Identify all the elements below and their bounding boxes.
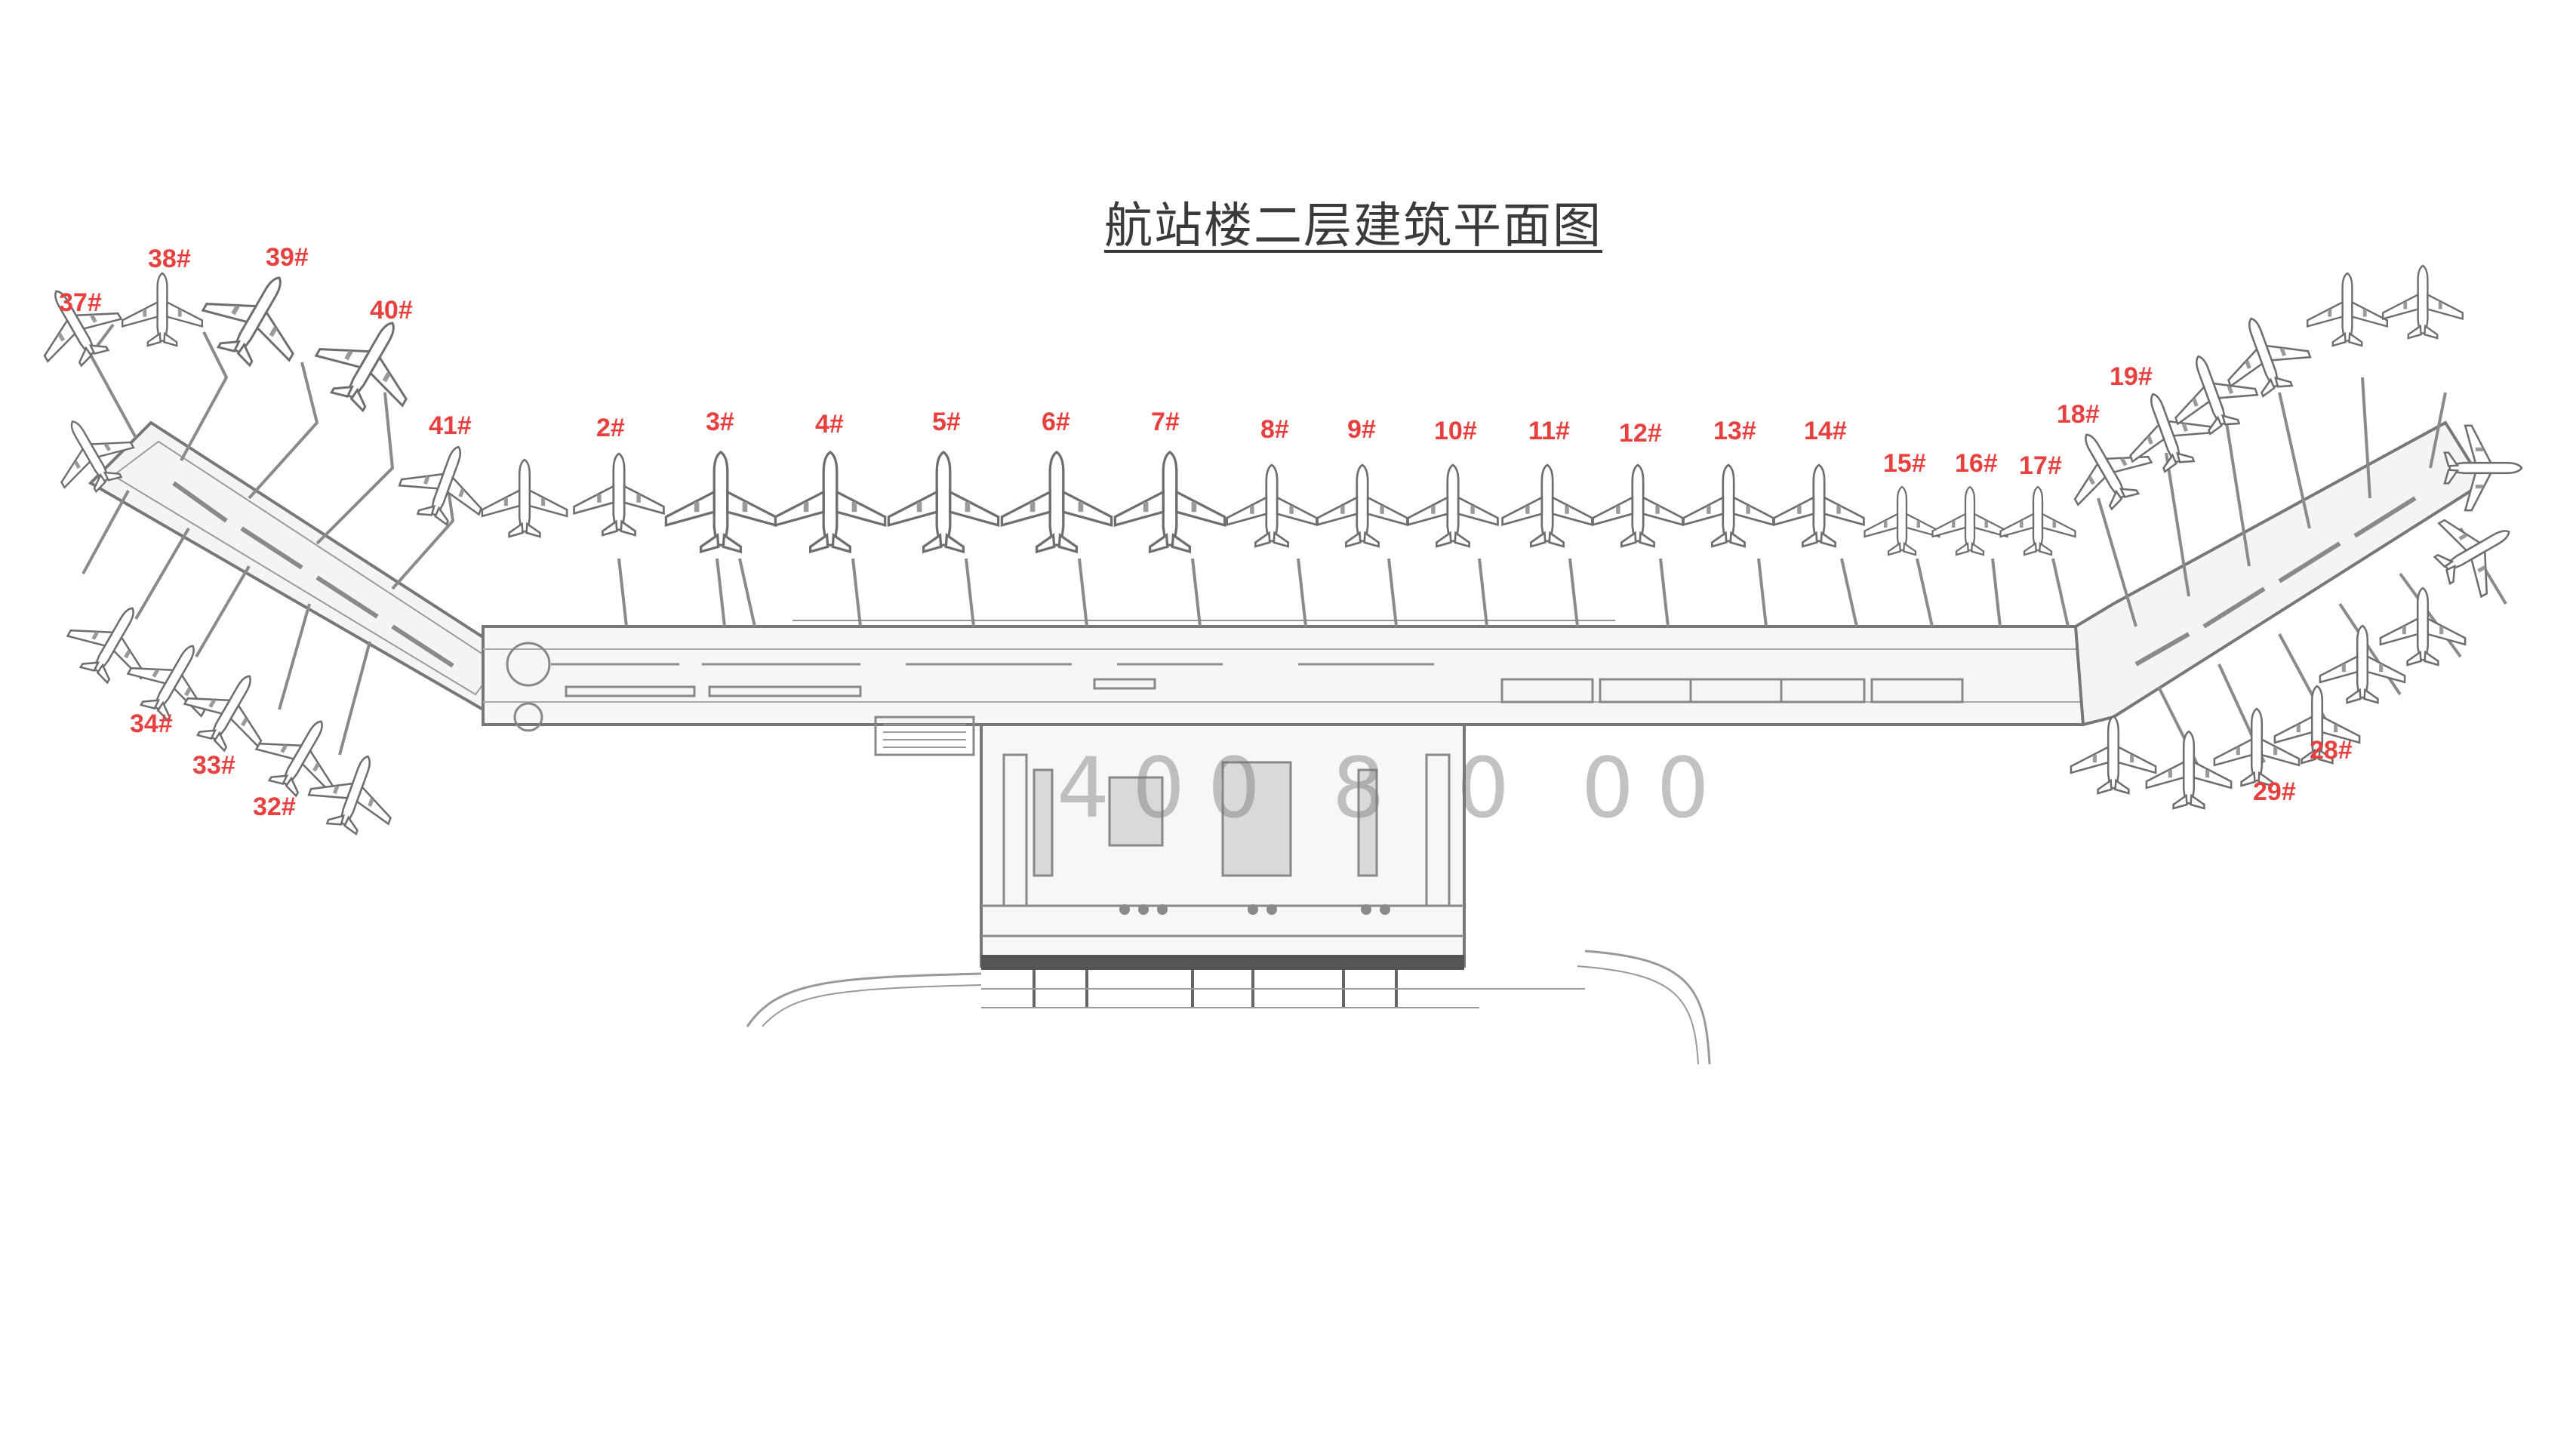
gate-label-41: 41#: [429, 411, 472, 440]
aircraft-icon: [1407, 463, 1499, 548]
gate-label-28: 28#: [2310, 736, 2353, 765]
right-pier: [2073, 377, 2507, 778]
aircraft-icon: [1592, 463, 1684, 548]
aircraft-icon: [2213, 707, 2301, 787]
main-concourse: [482, 620, 2085, 732]
aircraft-icon: [2070, 715, 2157, 795]
aircraft-icon: [2306, 272, 2389, 347]
gate-label-32: 32#: [253, 793, 296, 821]
aircraft-icon: [391, 431, 500, 535]
aircraft-icon: [121, 272, 203, 347]
gate-label-7: 7#: [1151, 408, 1180, 436]
aircraft-icon: [2381, 264, 2464, 340]
gate-label-14: 14#: [1804, 417, 1847, 445]
gate-label-2: 2#: [596, 414, 625, 442]
gate-label-9: 9#: [1347, 415, 1376, 444]
gate-label-33: 33#: [192, 751, 235, 780]
gate-label-15: 15#: [1883, 449, 1926, 478]
aircraft-icon: [774, 451, 887, 553]
aircraft-icon: [887, 451, 1000, 553]
gate-label-38: 38#: [148, 245, 191, 273]
aircraft-icon: [2145, 730, 2233, 810]
aircraft-icon: [1226, 463, 1318, 548]
gate-label-19: 19#: [2110, 362, 2153, 391]
gate-label-5: 5#: [932, 408, 961, 436]
gate-label-17: 17#: [2019, 451, 2062, 480]
aircraft-icon: [573, 452, 665, 537]
gate-label-12: 12#: [1619, 419, 1662, 448]
gate-label-37: 37#: [59, 288, 102, 317]
aircraft-icon: [1931, 485, 2008, 556]
gate-label-16: 16#: [1955, 449, 1998, 478]
aircraft-icon: [481, 458, 568, 538]
gate-label-6: 6#: [1042, 408, 1070, 436]
main-building: [746, 716, 1711, 1065]
aircraft-icon: [1864, 485, 1940, 556]
gate-label-10: 10#: [1434, 417, 1477, 445]
watermark: 400 8 0 00: [1057, 740, 1732, 836]
aircraft-icon: [2379, 586, 2467, 666]
jet-bridges: [617, 558, 2070, 627]
gate-label-39: 39#: [266, 243, 309, 272]
gate-label-13: 13#: [1713, 417, 1756, 445]
gate-label-8: 8#: [1260, 415, 1289, 444]
aircraft-icon: [300, 740, 409, 845]
aircraft-icon: [1773, 463, 1865, 548]
aircraft-icon: [18, 269, 133, 380]
gate-label-4: 4#: [815, 410, 844, 439]
aircraft-icon: [2048, 412, 2163, 524]
aircraft-icon: [1682, 463, 1774, 548]
aircraft-icon: [1316, 463, 1408, 548]
diagram-title: 航站楼二层建筑平面图: [1104, 199, 1602, 254]
aircraft-icon: [1113, 451, 1226, 553]
gate-label-34: 34#: [130, 710, 173, 738]
aircraft-icon: [1501, 463, 1593, 548]
aircraft-icon: [1000, 451, 1113, 553]
aircraft-icon: [664, 451, 777, 553]
gate-label-11: 11#: [1528, 417, 1570, 445]
gate-label-40: 40#: [370, 296, 413, 325]
gate-label-18: 18#: [2057, 400, 2100, 429]
gate-label-3: 3#: [706, 408, 734, 436]
left-pier: [82, 323, 516, 756]
aircraft-icon: [1999, 485, 2076, 556]
gate-label-29: 29#: [2253, 777, 2296, 806]
